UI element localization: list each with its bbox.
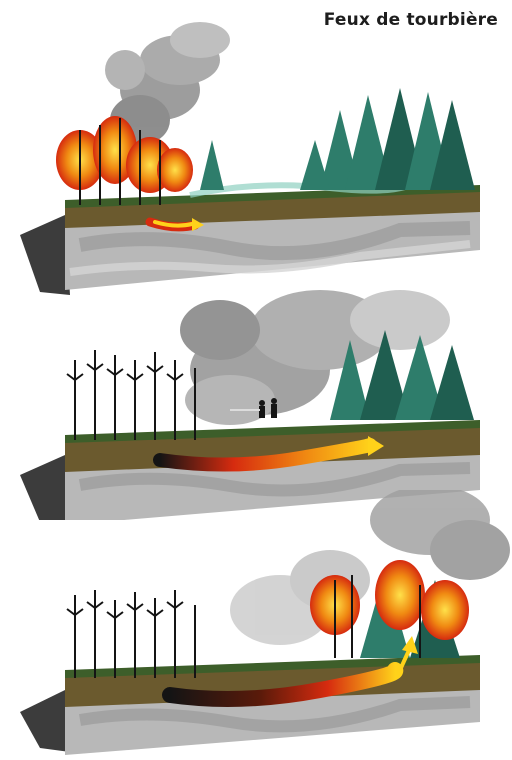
smoke-plume xyxy=(180,290,450,425)
smoke-plume xyxy=(230,490,510,645)
firefighters xyxy=(230,398,277,418)
ember-spread-arrow xyxy=(145,217,204,232)
scene-2-smouldering-peat xyxy=(20,290,480,520)
block-shadow xyxy=(20,215,70,295)
healthy-forest xyxy=(200,88,475,190)
burnt-trees xyxy=(66,350,196,440)
scene-3-reignition xyxy=(20,490,510,755)
healthy-forest xyxy=(330,330,474,420)
ground-surface xyxy=(65,420,480,443)
smoke-plume xyxy=(105,22,230,145)
block-shadow xyxy=(20,690,70,752)
block-shadow xyxy=(20,455,70,520)
diagram-title: Feux de tourbière xyxy=(323,10,498,30)
peat-layer xyxy=(65,190,480,228)
underground-ember-arrow xyxy=(153,436,384,472)
reignition-ember-arrow xyxy=(162,636,418,707)
burnt-trees xyxy=(66,590,196,678)
ground-surface xyxy=(65,655,480,678)
scene-1-surface-fire xyxy=(20,22,480,295)
burning-trees xyxy=(56,116,193,205)
reignited-forest xyxy=(310,560,469,658)
